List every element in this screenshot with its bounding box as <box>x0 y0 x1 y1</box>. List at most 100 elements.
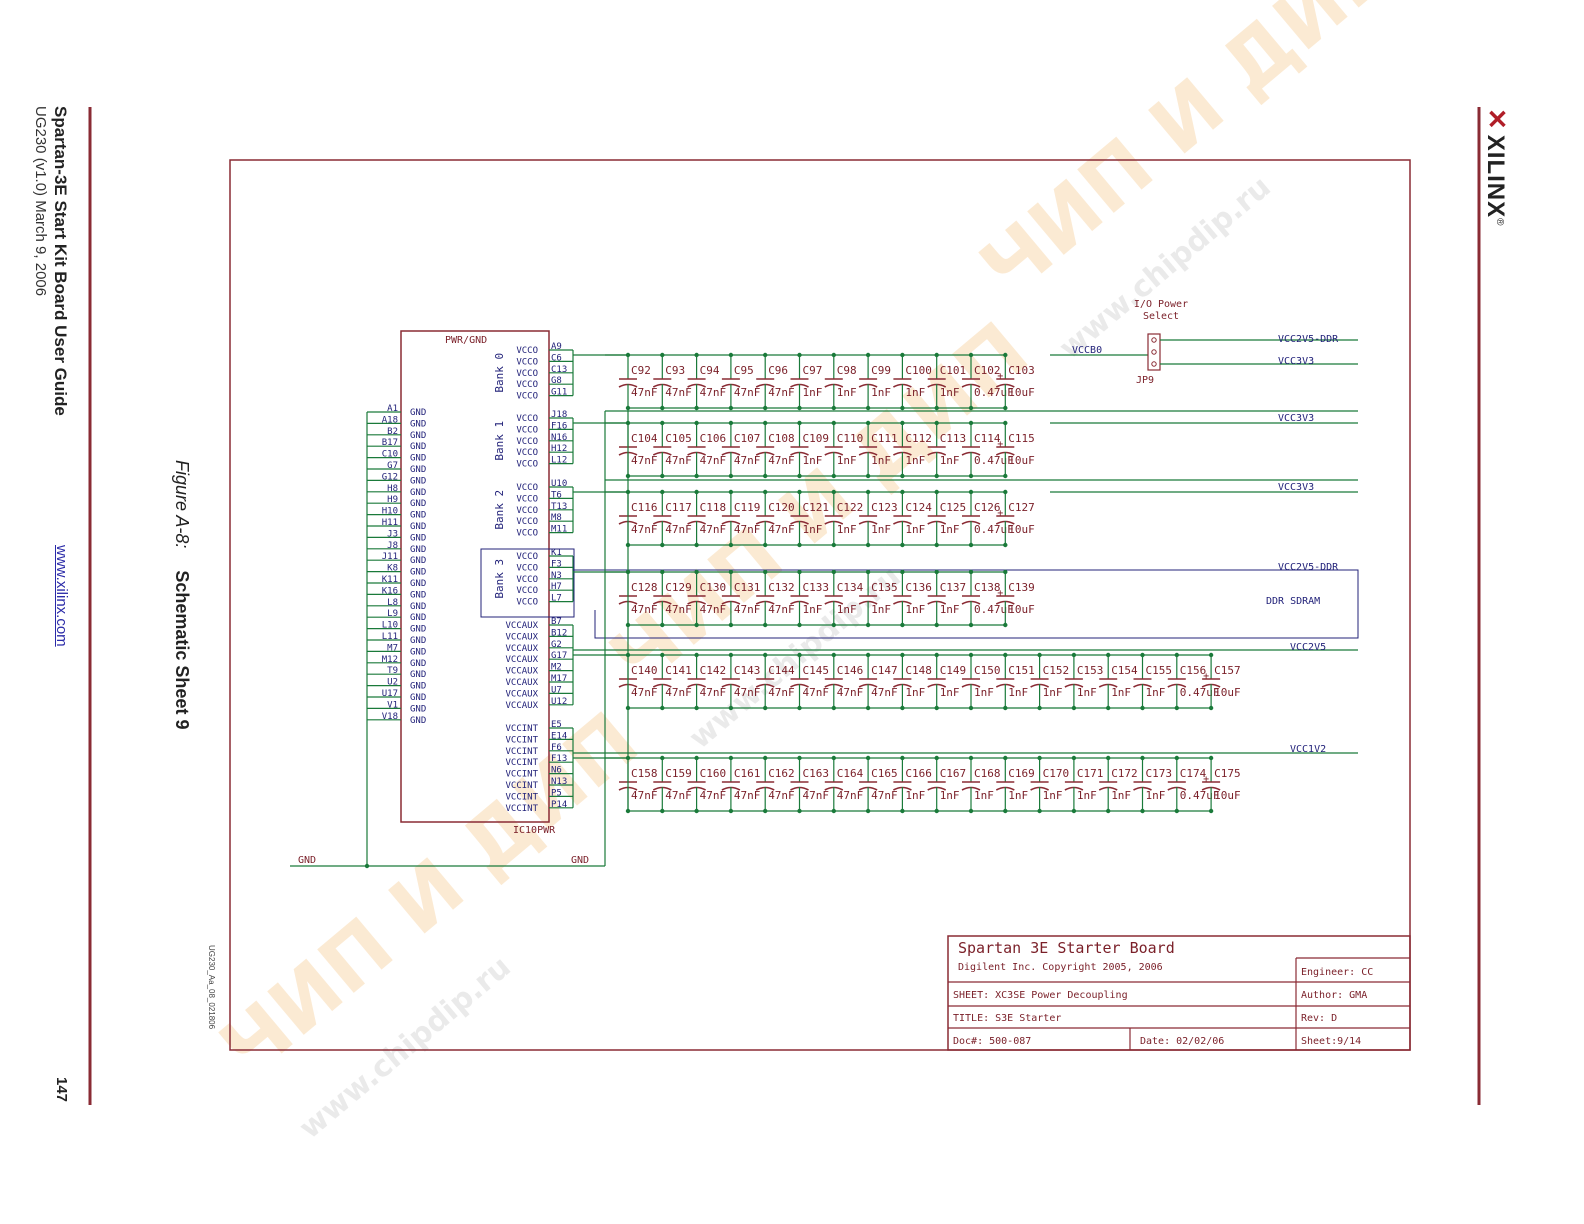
pin-name: VCCAUX <box>505 701 538 711</box>
net-label: VCC2V5 <box>1290 642 1326 653</box>
cap-ref: C97 <box>803 364 823 377</box>
pin-name: VCCO <box>516 346 538 356</box>
pin-number: G8 <box>551 376 562 386</box>
pin-number: N13 <box>551 777 567 787</box>
cap-ref: C172 <box>1111 767 1138 780</box>
pin-name: VCCO <box>516 598 538 608</box>
gnd-pin-name: GND <box>410 442 426 452</box>
cap-ref: C122 <box>837 501 864 514</box>
cap-ref: C104 <box>631 432 658 445</box>
cap-ref: C94 <box>700 364 720 377</box>
cap-value: 1nF <box>871 386 891 399</box>
pin-number: J18 <box>551 410 567 420</box>
cap-ref: C141 <box>665 664 692 677</box>
cap-value: 1nF <box>905 386 925 399</box>
gnd-pin-name: GND <box>410 511 426 521</box>
cap-value: 1nF <box>1077 789 1097 802</box>
pin-name: VCCAUX <box>505 678 538 688</box>
cap-value: 47nF <box>871 686 898 699</box>
gnd-pin-number: V18 <box>382 712 398 722</box>
pin-name: VCCO <box>516 357 538 367</box>
cap-ref: C167 <box>940 767 967 780</box>
cap-value: 47nF <box>734 454 761 467</box>
net-label: VCC3V3 <box>1278 482 1314 493</box>
cap-value: 10uF <box>1008 523 1035 536</box>
pin-number: C6 <box>551 353 562 363</box>
gnd-pin-name: GND <box>410 613 426 623</box>
gnd-pin-number: V1 <box>387 700 398 710</box>
cap-value: 1nF <box>803 603 823 616</box>
cap-value: 1nF <box>974 789 994 802</box>
cap-value: 1nF <box>803 454 823 467</box>
cap-value: 1nF <box>871 454 891 467</box>
cap-ref: C156 <box>1180 664 1207 677</box>
pin-number: G2 <box>551 640 562 650</box>
cap-ref: C153 <box>1077 664 1104 677</box>
gnd-pin-number: A1 <box>387 404 398 414</box>
jumper-ref: JP9 <box>1136 375 1154 386</box>
cap-value: 0.47uF <box>974 454 1014 467</box>
cap-ref: C118 <box>700 501 727 514</box>
cap-value: 47nF <box>631 789 658 802</box>
pin-name: VCCO <box>516 494 538 504</box>
pin-name: VCCAUX <box>505 644 538 654</box>
pin-name: VCCAUX <box>505 689 538 699</box>
cap-ref: C110 <box>837 432 864 445</box>
cap-value: 47nF <box>803 686 830 699</box>
tb-date: Date: 02/02/06 <box>1140 1036 1224 1047</box>
cap-ref: C140 <box>631 664 658 677</box>
pin-name: VCCO <box>516 575 538 585</box>
part-name: PWR/GND <box>445 335 487 346</box>
pin-number: T6 <box>551 490 562 500</box>
cap-polarity: + <box>997 588 1003 599</box>
cap-ref: C96 <box>768 364 788 377</box>
gnd-pin-number: H9 <box>387 495 398 505</box>
gnd-pin-number: M7 <box>387 643 398 653</box>
cap-value: 47nF <box>768 454 795 467</box>
cap-value: 10uF <box>1214 789 1241 802</box>
gnd-pin-number: L8 <box>387 598 398 608</box>
pin-name: VCCAUX <box>505 655 538 665</box>
cap-ref: C95 <box>734 364 754 377</box>
pin-number: F6 <box>551 743 562 753</box>
gnd-pin-name: GND <box>410 419 426 429</box>
cap-value: 0.47uF <box>1180 789 1220 802</box>
cap-ref: C99 <box>871 364 891 377</box>
cap-value: 1nF <box>940 523 960 536</box>
cap-ref: C146 <box>837 664 864 677</box>
cap-value: 1nF <box>905 789 925 802</box>
cap-value: 47nF <box>665 686 692 699</box>
cap-value: 47nF <box>734 523 761 536</box>
pin-number: L12 <box>551 456 567 466</box>
cap-ref: C117 <box>665 501 692 514</box>
gnd-pin-name: GND <box>410 465 426 475</box>
gnd-pin-number: A18 <box>382 415 398 425</box>
cap-value: 47nF <box>631 386 658 399</box>
cap-ref: C152 <box>1043 664 1070 677</box>
tb-sheet: SHEET: XC3SE Power Decoupling <box>953 990 1128 1001</box>
cap-value: 1nF <box>905 686 925 699</box>
pin-number: N6 <box>551 766 562 776</box>
cap-polarity: + <box>1203 774 1209 785</box>
cap-ref: C109 <box>803 432 830 445</box>
cap-ref: C150 <box>974 664 1001 677</box>
cap-value: 1nF <box>1111 686 1131 699</box>
cap-value: 1nF <box>940 686 960 699</box>
gnd-pin-number: L10 <box>382 621 398 631</box>
cap-ref: C174 <box>1180 767 1207 780</box>
pin-name: VCCO <box>516 483 538 493</box>
cap-ref: C106 <box>700 432 727 445</box>
cap-value: 47nF <box>665 789 692 802</box>
cap-ref: C145 <box>803 664 830 677</box>
cap-value: 47nF <box>631 603 658 616</box>
cap-ref: C173 <box>1146 767 1173 780</box>
gnd-pin-name: GND <box>410 533 426 543</box>
jumper-pin <box>1151 361 1157 367</box>
cap-ref: C126 <box>974 501 1001 514</box>
cap-ref: C119 <box>734 501 761 514</box>
cap-value: 10uF <box>1214 686 1241 699</box>
gnd-pin-number: G7 <box>387 461 398 471</box>
pin-name: VCCINT <box>505 781 538 791</box>
gnd-pin-number: K8 <box>387 564 398 574</box>
cap-polarity: + <box>1203 671 1209 682</box>
